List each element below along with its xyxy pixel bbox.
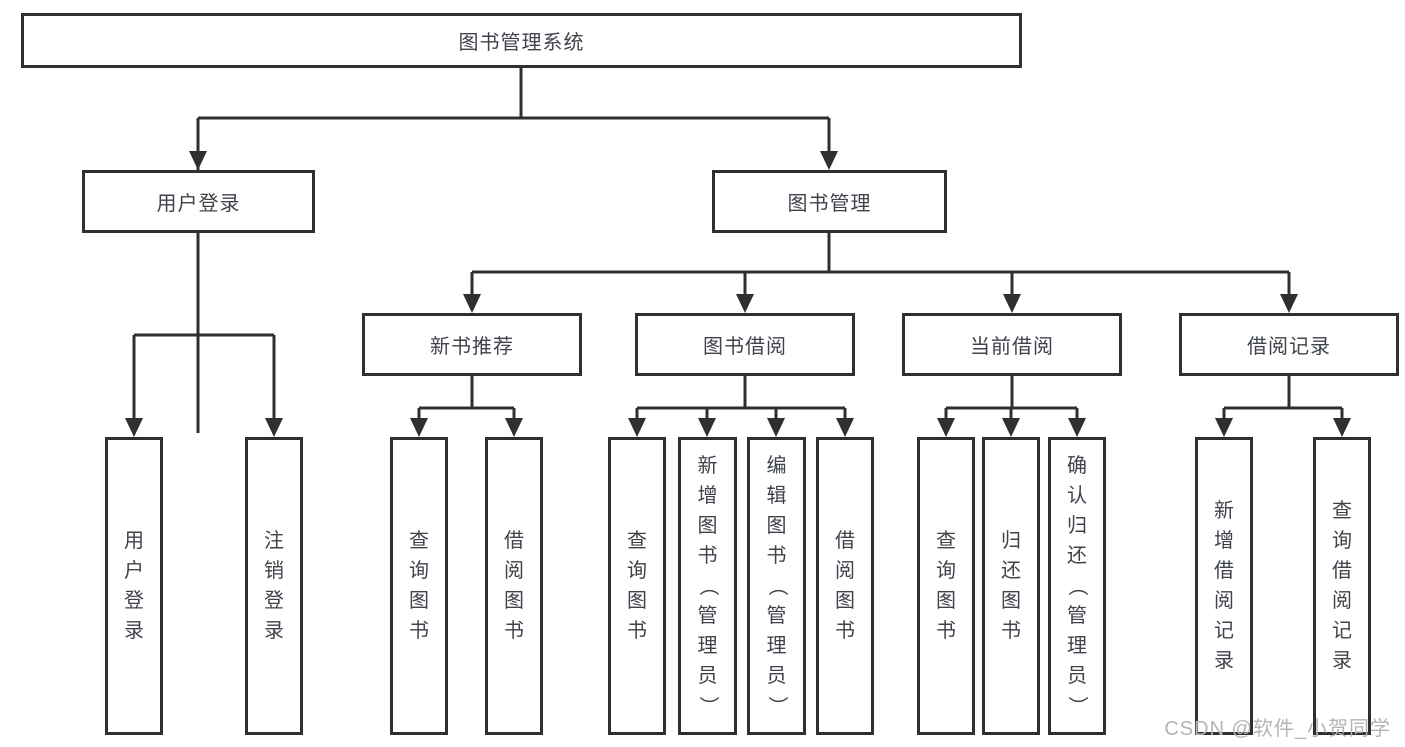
leaf-edit-books-admin: 编辑图书（管理员） bbox=[747, 437, 806, 735]
leaf-add-borrow-record: 新增借阅记录 bbox=[1195, 437, 1253, 735]
leaf-label: 借阅图书 bbox=[835, 530, 855, 642]
leaf-label: 查询图书 bbox=[936, 530, 956, 642]
leaf-label: 用户登录 bbox=[124, 530, 144, 642]
leaf-logout: 注销登录 bbox=[245, 437, 303, 735]
node-borrow-records: 借阅记录 bbox=[1179, 313, 1399, 376]
node-user-login: 用户登录 bbox=[82, 170, 315, 233]
leaf-user-login: 用户登录 bbox=[105, 437, 163, 735]
leaf-return-books: 归还图书 bbox=[982, 437, 1040, 735]
leaf-label: 查询图书 bbox=[627, 530, 647, 642]
node-book-management: 图书管理 bbox=[712, 170, 947, 233]
leaf-borrow-books-2: 借阅图书 bbox=[816, 437, 874, 735]
leaf-label: 注销登录 bbox=[264, 530, 284, 642]
leaf-confirm-return-admin: 确认归还（管理员） bbox=[1048, 437, 1106, 735]
leaf-label: 确认归还（管理员） bbox=[1066, 455, 1088, 716]
leaf-query-borrow-record: 查询借阅记录 bbox=[1313, 437, 1371, 735]
node-new-book-recommend: 新书推荐 bbox=[362, 313, 582, 376]
leaf-label: 借阅图书 bbox=[504, 530, 524, 642]
node-current-borrow: 当前借阅 bbox=[902, 313, 1122, 376]
leaf-label: 编辑图书（管理员） bbox=[765, 455, 788, 716]
leaf-label: 归还图书 bbox=[1001, 530, 1021, 642]
leaf-borrow-books-1: 借阅图书 bbox=[485, 437, 543, 735]
leaf-query-books-3: 查询图书 bbox=[917, 437, 975, 735]
node-root-system: 图书管理系统 bbox=[21, 13, 1022, 68]
leaf-query-books-2: 查询图书 bbox=[608, 437, 666, 735]
leaf-label: 新增借阅记录 bbox=[1214, 500, 1234, 672]
leaf-label: 新增图书（管理员） bbox=[696, 455, 719, 716]
csdn-watermark: CSDN @软件_小贺同学 bbox=[1164, 718, 1391, 740]
node-book-borrow: 图书借阅 bbox=[635, 313, 855, 376]
leaf-label: 查询图书 bbox=[409, 530, 429, 642]
leaf-label: 查询借阅记录 bbox=[1332, 500, 1352, 672]
leaf-query-books-1: 查询图书 bbox=[390, 437, 448, 735]
leaf-add-books-admin: 新增图书（管理员） bbox=[678, 437, 737, 735]
arrow-icons bbox=[125, 151, 1351, 437]
